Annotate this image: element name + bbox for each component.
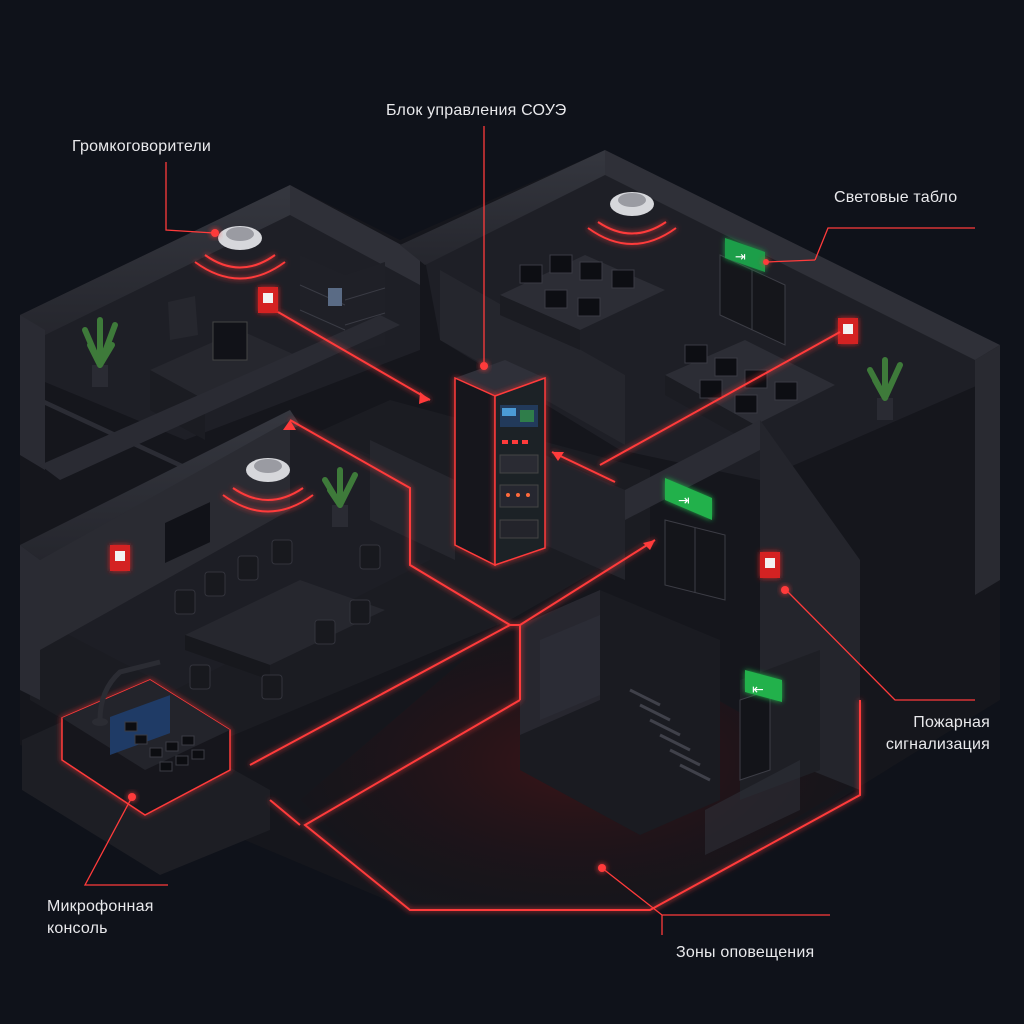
label-mic-console: Микрофонная консоль [47, 896, 154, 940]
plant-icon [867, 357, 903, 420]
signal-wiring [249, 311, 861, 911]
label-fire-alarm: Пожарная сигнализация [866, 712, 990, 756]
plant-icon [82, 317, 118, 387]
label-zones: Зоны оповещения [676, 944, 815, 961]
label-fire-alarm-line2: сигнализация [885, 736, 990, 753]
speaker-icon [194, 226, 286, 280]
exit-sign-icon: ⇥ [665, 478, 712, 520]
label-fire-alarm-line1: Пожарная [913, 714, 990, 731]
fire-alarm-icon [110, 545, 130, 571]
room-office-top-left [20, 185, 420, 470]
plant-icon [322, 467, 358, 527]
label-light-signs: Световые табло [834, 189, 958, 206]
callout-lines [83, 126, 975, 935]
speaker-icon [587, 192, 677, 245]
svg-text:⇥: ⇥ [678, 493, 690, 509]
room-conference [20, 410, 430, 700]
room-office-top-right [400, 150, 1000, 595]
callout-dots [598, 259, 769, 872]
label-mic-console-line2: консоль [47, 920, 108, 937]
soue-control-cabinet [454, 360, 546, 567]
fire-alarm-icon [258, 287, 278, 313]
speaker-icon [222, 458, 314, 513]
fire-alarm-icon [760, 552, 789, 594]
svg-text:⇤: ⇤ [752, 682, 764, 698]
double-door [664, 519, 726, 601]
callout-dot [480, 362, 488, 370]
label-mic-console-line1: Микрофонная [47, 898, 154, 915]
label-control-unit: Блок управления СОУЭ [386, 102, 567, 119]
signal-arrows [283, 392, 655, 550]
microphone-console [22, 659, 270, 875]
exit-sign-icon: ⇤ [745, 670, 782, 702]
label-speakers: Громкоговорители [72, 138, 212, 155]
fire-alarm-icon [838, 318, 858, 344]
svg-text:⇥: ⇥ [735, 250, 746, 265]
exit-sign-icon: ⇥ [725, 238, 765, 272]
